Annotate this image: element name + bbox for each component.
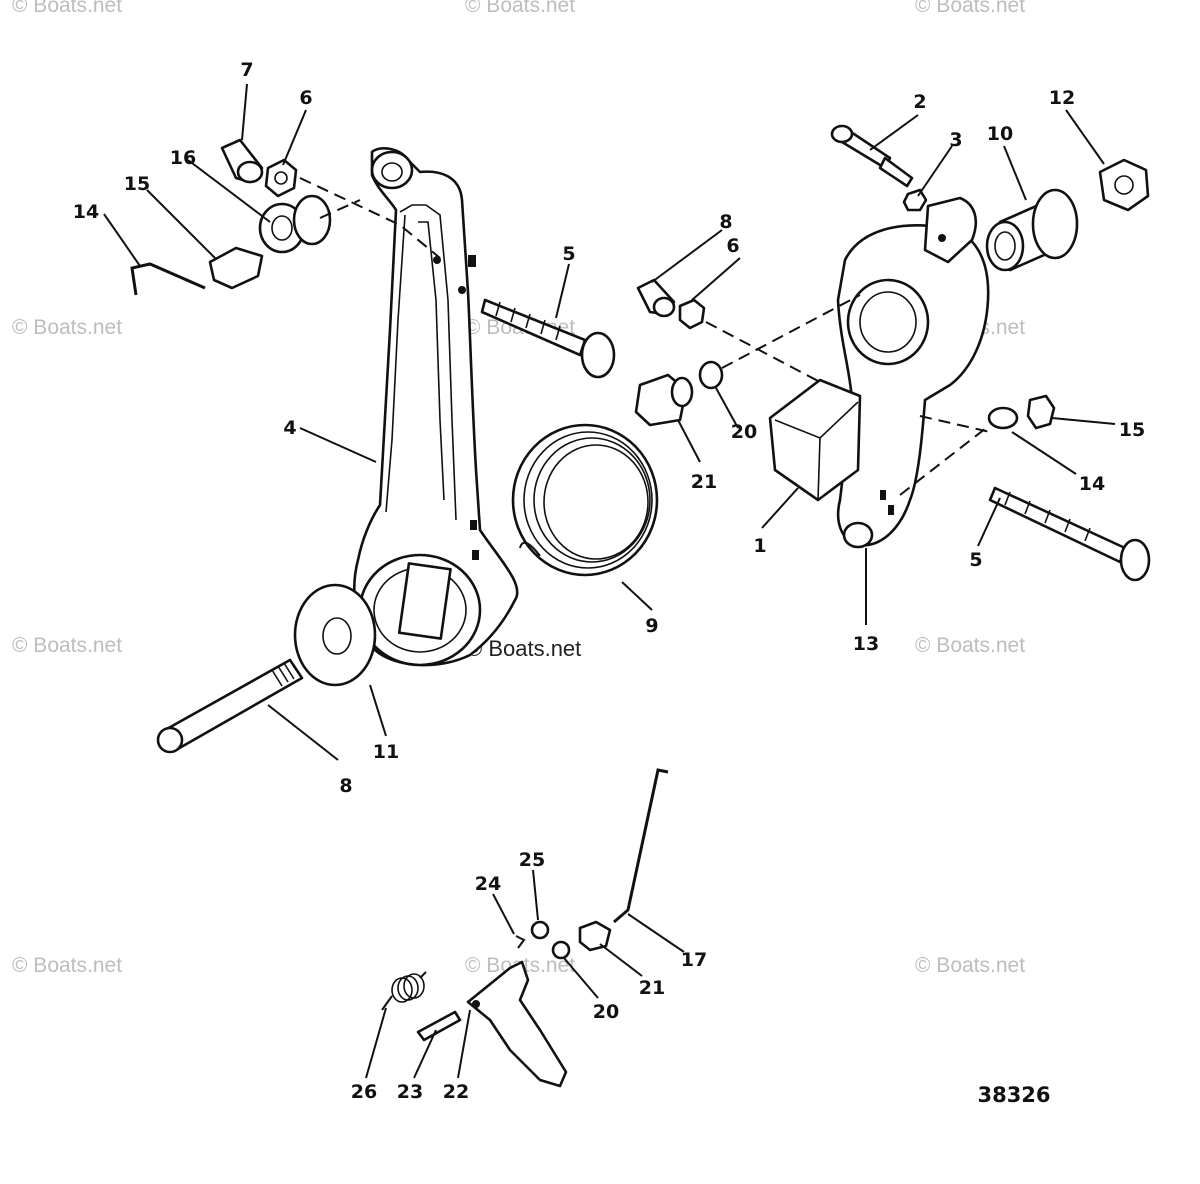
part-5-screw-right — [988, 486, 1151, 582]
part-25-nut — [530, 920, 550, 940]
callout-4: 4 — [283, 417, 296, 439]
callout-23: 23 — [397, 1081, 423, 1103]
callout-18: 16 — [170, 147, 196, 169]
part-17-clip — [208, 246, 264, 290]
callout-20: 20 — [731, 421, 757, 443]
right-assembly — [634, 124, 1151, 582]
callout-7: 7 — [240, 59, 253, 81]
part-9-spring — [511, 423, 659, 577]
callout-5: 5 — [562, 243, 575, 265]
callout-3: 3 — [949, 129, 962, 151]
assembly-line — [899, 424, 991, 496]
part-22-lever — [466, 960, 568, 1088]
bottom-assembly — [381, 768, 669, 1088]
assembly-line — [705, 321, 821, 383]
callout-1: 1 — [753, 535, 766, 557]
part-20-ring-right — [698, 360, 724, 390]
part-12-nut-right — [1098, 158, 1150, 212]
watermarks: © Boats.net © Boats.net © Boats.net © Bo… — [12, 0, 1025, 977]
watermark: © Boats.net — [12, 316, 122, 339]
assembly-line — [319, 199, 361, 219]
callout-13: 13 — [853, 633, 879, 655]
watermark: © Boats.net — [915, 0, 1025, 17]
watermark: © Boats.net — [915, 634, 1025, 657]
left-assembly — [130, 138, 659, 754]
leader-lines — [103, 83, 1116, 1079]
part-1-cam — [768, 196, 990, 549]
callout-8: 8 — [339, 775, 352, 797]
part-20-ring-bottom — [551, 940, 571, 960]
part-19-link-rod — [613, 768, 669, 924]
part-16-rod — [130, 262, 206, 296]
callout-26: 26 — [351, 1081, 377, 1103]
part-6-nut-right — [678, 298, 706, 330]
figure-number: 38326 — [977, 1083, 1050, 1107]
part-2-screw — [830, 124, 914, 188]
part-26-spring — [381, 971, 427, 1011]
part-15-nut — [1026, 394, 1056, 430]
callout-9: 9 — [645, 615, 658, 637]
callout-21: 21 — [639, 977, 665, 999]
callout-labels: 7 6 16 15 14 5 4 9 11 8 2 3 10 12 8 6 20… — [73, 59, 1145, 1103]
part-18-bushing — [258, 194, 332, 254]
watermark: © Boats.net — [12, 634, 122, 657]
callout-15: 15 — [1119, 419, 1145, 441]
part-14-washer — [987, 406, 1019, 430]
callout-11: 11 — [373, 741, 399, 763]
watermark: © Boats.net — [915, 954, 1025, 977]
part-23-screw — [416, 1010, 462, 1042]
part-21-connector-bottom — [578, 920, 612, 952]
callout-7: 8 — [719, 211, 732, 233]
part-5-screw-left — [480, 298, 616, 379]
part-6-nut-left — [264, 158, 298, 198]
callout-25: 25 — [519, 849, 545, 871]
callout-19: 17 — [681, 949, 707, 971]
callout-2: 2 — [913, 91, 926, 113]
watermark: © Boats.net — [12, 954, 122, 977]
assembly-line — [721, 294, 861, 369]
assembly-line — [919, 415, 991, 433]
part-24-clip — [515, 935, 526, 949]
watermark: © Boats.net — [12, 0, 122, 17]
watermark: © Boats.net — [465, 0, 575, 17]
part-8-pin — [156, 658, 304, 754]
callout-10: 10 — [987, 123, 1013, 145]
callout-22: 22 — [443, 1081, 469, 1103]
callout-6: 6 — [299, 87, 312, 109]
callout-14: 14 — [1079, 473, 1105, 495]
part-7-cap-left — [220, 138, 264, 184]
callout-16: 14 — [73, 201, 99, 223]
part-7-cap-right — [636, 278, 676, 318]
part-21-connector-right — [634, 373, 694, 427]
part-3-small-nut — [902, 188, 928, 212]
callout-5: 5 — [969, 549, 982, 571]
part-10-sleeve — [985, 188, 1079, 272]
callout-17: 15 — [124, 173, 150, 195]
callout-21: 21 — [691, 471, 717, 493]
part-11-washer — [293, 583, 377, 687]
callout-20: 20 — [593, 1001, 619, 1023]
callout-24: 24 — [475, 873, 501, 895]
callout-6: 6 — [726, 235, 739, 257]
callout-12: 12 — [1049, 87, 1075, 109]
part-4-lever-arm — [353, 146, 519, 667]
